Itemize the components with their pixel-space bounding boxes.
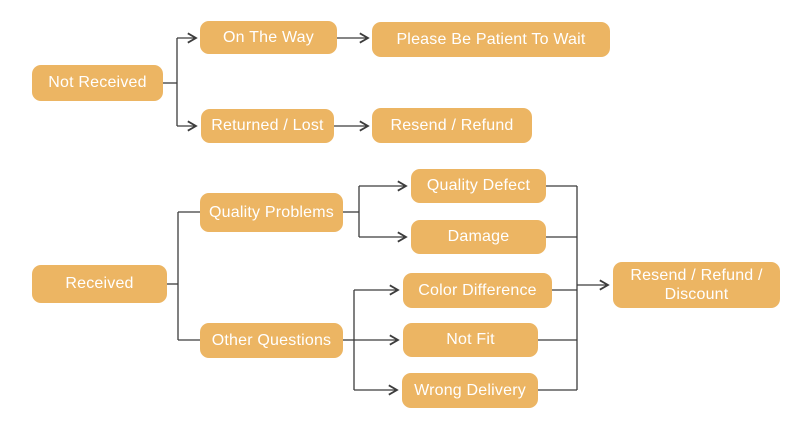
node-quality-defect: Quality Defect xyxy=(411,169,546,203)
node-not-received: Not Received xyxy=(32,65,163,101)
node-returned-lost: Returned / Lost xyxy=(201,109,334,143)
node-color-difference: Color Difference xyxy=(403,273,552,308)
node-damage: Damage xyxy=(411,220,546,254)
node-wrong-delivery: Wrong Delivery xyxy=(402,373,538,408)
node-on-the-way: On The Way xyxy=(200,21,337,54)
node-other-questions: Other Questions xyxy=(200,323,343,358)
node-quality-problems: Quality Problems xyxy=(200,193,343,232)
node-resend-refund-discount: Resend / Refund / Discount xyxy=(613,262,780,308)
node-resend-refund: Resend / Refund xyxy=(372,108,532,143)
node-please-be-patient-to-wait: Please Be Patient To Wait xyxy=(372,22,610,57)
node-received: Received xyxy=(32,265,167,303)
node-not-fit: Not Fit xyxy=(403,323,538,357)
